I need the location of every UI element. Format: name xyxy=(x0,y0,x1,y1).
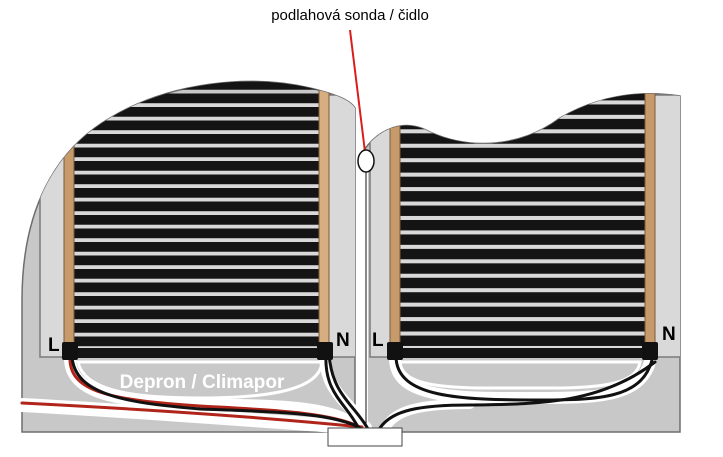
right-mat-l-label: L xyxy=(372,330,384,351)
connectors xyxy=(62,342,658,360)
left-film-strip xyxy=(66,147,328,158)
left-film-strip xyxy=(66,215,328,225)
left-film-strip xyxy=(66,323,328,333)
left-film-strip xyxy=(66,81,328,90)
left-film-strip xyxy=(66,107,328,117)
right-insulation-pad xyxy=(398,360,642,390)
right-film-strip xyxy=(392,306,654,318)
right-l-connector xyxy=(387,342,403,360)
sensor-leader-line xyxy=(349,29,367,161)
right-film-strip xyxy=(392,93,654,101)
left-mat-cable-black xyxy=(70,354,364,431)
junction-box xyxy=(327,427,403,447)
left-mat-n-label: N xyxy=(336,330,350,351)
left-film-strip xyxy=(66,120,328,131)
cables xyxy=(20,352,657,431)
left-mat-busbar-l xyxy=(63,89,75,347)
right-mat-busbar-n xyxy=(644,93,656,347)
right-film-strip xyxy=(392,263,654,274)
right-mat-n-label: N xyxy=(662,324,676,345)
left-n-connector xyxy=(317,342,333,360)
left-film-strip xyxy=(66,309,328,320)
left-insulation-pad xyxy=(76,360,324,400)
left-film-strip xyxy=(66,255,328,266)
right-film-strip xyxy=(392,191,654,202)
sensor-label: podlahová sonda / čidlo xyxy=(271,7,429,24)
right-film-strip xyxy=(392,277,654,289)
right-film-strip xyxy=(392,248,654,260)
right-film-strip xyxy=(392,292,654,303)
right-film-strip xyxy=(392,118,654,130)
left-film-strip xyxy=(66,201,328,212)
left-film-strip xyxy=(66,228,328,239)
left-n-cable-black xyxy=(324,352,360,429)
left-l-connector xyxy=(62,342,78,360)
right-film-strip xyxy=(392,335,654,346)
left-film-strip xyxy=(66,296,328,306)
right-film-strip xyxy=(392,205,654,216)
left-film-strip xyxy=(66,134,328,144)
left-film-strip xyxy=(66,174,328,185)
left-supply-cable-red xyxy=(20,401,364,429)
left-film-bottom-edge xyxy=(62,348,332,358)
insulation-label: Depron / Climapor xyxy=(120,372,285,393)
left-film-strip xyxy=(66,93,328,104)
left-film-strip xyxy=(66,282,328,293)
right-film-strip xyxy=(392,234,654,245)
right-film-strip xyxy=(392,147,654,159)
left-mat-l-label: L xyxy=(48,335,60,356)
right-film-strip xyxy=(392,133,654,144)
left-film-strip xyxy=(66,242,328,252)
right-film-strip xyxy=(392,104,654,115)
right-film-strip xyxy=(392,321,654,332)
right-mat-busbar-l xyxy=(389,93,401,347)
left-film-strip xyxy=(66,336,328,347)
right-n-connector xyxy=(642,342,658,360)
right-mat-cable-black-2 xyxy=(378,360,657,430)
left-film-strip xyxy=(66,269,328,279)
right-film-strip xyxy=(392,162,654,173)
right-mat-cable-black xyxy=(394,354,654,402)
right-film-strip xyxy=(392,176,654,188)
sensor-probe xyxy=(357,149,375,173)
right-film-bottom-edge xyxy=(388,348,658,358)
left-mat-busbar-n xyxy=(318,89,330,347)
left-film-strip xyxy=(66,188,328,198)
left-film-strip xyxy=(66,161,328,171)
right-film-strip xyxy=(392,220,654,231)
left-n-cable-black-2 xyxy=(327,352,370,431)
